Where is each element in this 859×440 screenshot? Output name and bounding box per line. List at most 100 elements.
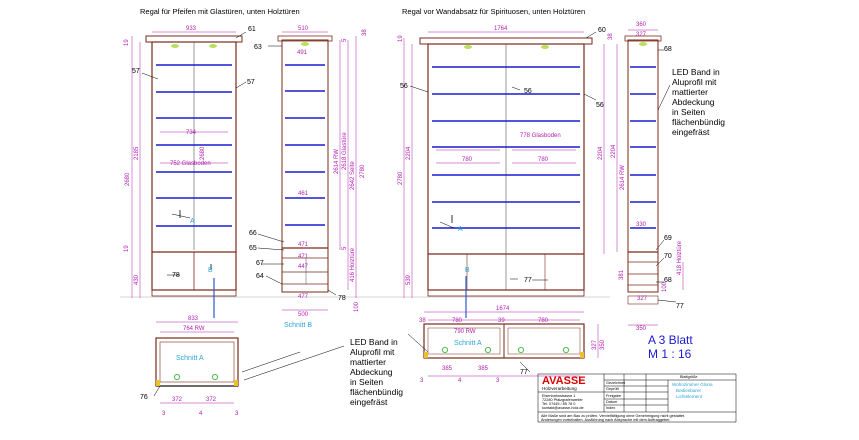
dim: 3 — [420, 378, 424, 384]
svg-text:mattierter: mattierter — [672, 87, 708, 97]
dim: 2780 — [398, 171, 404, 185]
svg-text:LED Band in: LED Band in — [672, 67, 720, 77]
dim: 539 — [406, 274, 412, 285]
part-number: 69 — [664, 235, 672, 242]
dim: 2680 — [200, 146, 206, 160]
section-a-middle-plan — [423, 323, 585, 359]
section-a-left-plan — [155, 337, 239, 387]
tb-row: Index — [606, 406, 615, 410]
tb-mark: Blattgröße — [680, 375, 698, 379]
dim: 790 RW — [454, 329, 476, 335]
middle-cabinet-front — [419, 37, 593, 318]
svg-text:Abdeckung: Abdeckung — [350, 367, 393, 377]
dim: 752 Glasboden — [170, 161, 211, 167]
dim: 372 — [172, 397, 183, 403]
dim: 416 Holztüre — [350, 247, 356, 282]
tb-row: Datum — [606, 400, 617, 404]
dim: 2204 — [598, 146, 604, 160]
dim: 2680 — [125, 172, 131, 186]
dim: 330 — [636, 222, 647, 228]
dim: 360 — [636, 22, 647, 28]
part-number: 78 — [338, 295, 346, 302]
dim: 2614 RW — [620, 165, 626, 190]
dim: 2185 — [134, 146, 140, 160]
address-line: 72280 Pfalzgrafenweiler — [542, 398, 583, 402]
drawing-scale: M 1 : 16 — [648, 347, 692, 361]
svg-text:Abdeckung: Abdeckung — [672, 97, 715, 107]
section-label: Schnitt A — [454, 340, 482, 347]
dim: 1674 — [496, 306, 510, 312]
section-mark-a: A — [190, 218, 195, 225]
part-number: 65 — [249, 245, 257, 252]
dim: 2614 RW — [334, 149, 340, 174]
part-number: 76 — [140, 394, 148, 401]
dim: 461 — [298, 191, 309, 197]
part-number: 60 — [598, 27, 606, 34]
project-name: Wohnzimmer Gloria — [672, 382, 713, 387]
part-number: 67 — [256, 260, 264, 267]
dim: 471 — [298, 254, 309, 260]
title-block — [537, 373, 737, 423]
dim: 780 — [462, 157, 473, 163]
dim: 100 — [354, 301, 360, 312]
dim: 734 — [186, 130, 197, 136]
part-number: 56 — [524, 88, 532, 95]
dim: 39 — [498, 318, 505, 324]
part-number: 77 — [520, 369, 528, 376]
dim: 19 — [124, 245, 130, 252]
dim: 385 — [442, 366, 453, 372]
tb-row: Geprüft — [606, 387, 620, 391]
svg-text:LED Band in: LED Band in — [350, 337, 398, 347]
led-note-right: LED Band in Aluprofil mit mattierter Abd… — [672, 67, 725, 137]
section-mark-a: A — [458, 226, 463, 233]
part-number: 56 — [400, 83, 408, 90]
dim: 3 — [496, 378, 500, 384]
sheet-size: A 3 Blatt — [648, 333, 693, 347]
part-number: 77 — [676, 303, 684, 310]
project-line: Bedienbarer — [676, 388, 701, 393]
dim: 3 — [162, 411, 166, 417]
part-number: 70 — [664, 253, 672, 260]
svg-text:Aluprofil mit: Aluprofil mit — [350, 347, 395, 357]
dim: 477 — [298, 294, 309, 300]
svg-text:in Seiten: in Seiten — [350, 377, 383, 387]
dim: 491 — [297, 50, 308, 56]
part-number: 78 — [172, 272, 180, 279]
section-mark-b: B — [465, 267, 470, 274]
svg-text:Aluprofil mit: Aluprofil mit — [672, 77, 717, 87]
part-number: 64 — [256, 273, 264, 280]
dim: 780 — [538, 157, 549, 163]
dim: 418 Holztüre — [677, 240, 683, 275]
right-cabinet-side — [624, 35, 662, 293]
tb-footer: Alle Maße sind am Bau zu prüfen. Verviel… — [541, 414, 685, 418]
company-logo: AVASSE — [542, 375, 586, 387]
dim: 2204 — [406, 146, 412, 160]
dim: 780 — [538, 318, 549, 324]
dim: 327 — [636, 32, 647, 38]
address-line: Tel. 07445 / 85 78 0 — [542, 402, 575, 406]
tb-row: Gezeichnet — [606, 381, 626, 385]
dim: 38 — [419, 318, 426, 324]
dim: 2780 — [360, 164, 366, 178]
dim: 327 — [592, 339, 598, 350]
dim: 4 — [199, 411, 203, 417]
dim: 100 — [662, 281, 668, 292]
svg-text:flächenbündig: flächenbündig — [350, 387, 403, 397]
dim: 5 — [342, 246, 348, 250]
section-label: Schnitt A — [176, 355, 204, 362]
section-mark-b: B — [208, 267, 213, 274]
dim: 500 — [298, 312, 309, 318]
part-number: 63 — [254, 44, 262, 51]
part-number: 68 — [664, 46, 672, 53]
svg-text:eingefräst: eingefräst — [350, 397, 388, 407]
dim: 2642 Seite — [350, 161, 356, 190]
dim: 38 — [608, 33, 614, 40]
company-subtitle: Holzverarbeitung — [542, 386, 577, 391]
left-cabinet-front — [145, 35, 243, 318]
title-right: Regal vor Wandabsatz für Spirituosen, un… — [402, 7, 585, 16]
tb-footer: Änderungen vorbehalten. Ausführung nach … — [541, 418, 670, 422]
dim: 19 — [398, 35, 404, 42]
